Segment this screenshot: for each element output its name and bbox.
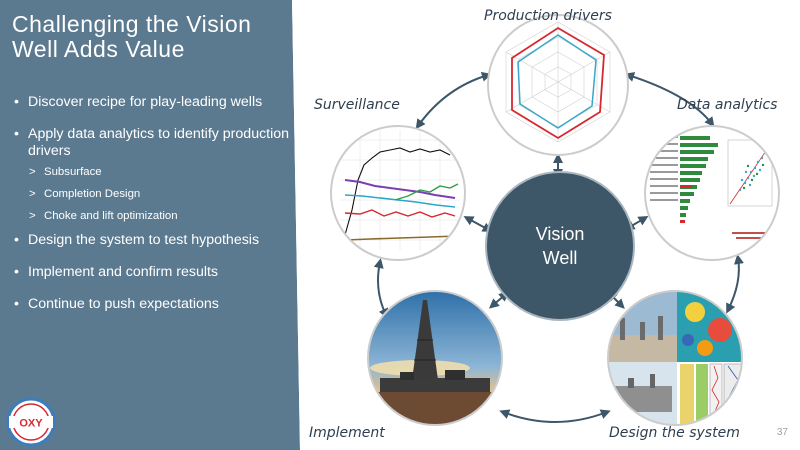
center-label-line2: Well — [542, 248, 578, 268]
label-production-drivers: Production drivers — [484, 8, 612, 24]
left-panel: Challenging the Vision Well Adds Value D… — [0, 0, 300, 450]
node-implement — [367, 290, 503, 426]
bullet-item: Design the system to test hypothesis — [14, 232, 296, 249]
center-label-line1: Vision — [535, 224, 585, 244]
center-circle — [485, 171, 635, 321]
node-data-analytics — [644, 125, 780, 261]
label-surveillance: Surveillance — [314, 97, 400, 113]
page-number: 37 — [776, 427, 788, 438]
arrow-left-top — [415, 71, 492, 130]
arrow-left-bottomleft — [373, 258, 388, 319]
bullet-item: Implement and confirm results — [14, 264, 296, 281]
slide-title: Challenging the Vision Well Adds Value — [12, 11, 252, 62]
label-data-analytics: Data analytics — [677, 97, 778, 113]
sub-bullet-item: >Subsurface — [29, 166, 102, 178]
svg-text:OXY: OXY — [19, 418, 43, 430]
bullet-item: Continue to push expectations — [14, 296, 296, 313]
cycle-arrows — [373, 71, 744, 423]
arrow-bottom — [499, 409, 611, 423]
panel-background — [0, 0, 300, 450]
bar-and-scatter-image — [650, 136, 773, 239]
node-production-drivers — [487, 14, 629, 156]
oxy-logo: OXY — [6, 397, 56, 447]
node-design-the-system — [607, 290, 743, 426]
bullet-list: Discover recipe for play-leading wells A… — [14, 94, 296, 328]
bullet-item: Discover recipe for play-leading wells — [14, 94, 296, 111]
arrow-right-bottomright — [726, 254, 744, 314]
arrow-center-bottomleft — [488, 291, 510, 309]
sub-bullet-item: >Completion Design — [29, 188, 141, 200]
bullet-item: Apply data analytics to identify product… — [14, 126, 296, 223]
arrow-top-right — [624, 72, 715, 128]
sub-bullet-list: >Subsurface >Completion Design >Choke an… — [28, 166, 296, 223]
center-label: Vision Well — [498, 222, 622, 270]
sub-bullet-item: >Choke and lift optimization — [29, 210, 178, 222]
radar-chart-image — [505, 21, 611, 143]
label-design-the-system: Design the system — [609, 425, 740, 441]
arrow-center-left — [463, 216, 493, 232]
label-implement: Implement — [309, 425, 385, 441]
node-surveillance — [330, 125, 466, 261]
